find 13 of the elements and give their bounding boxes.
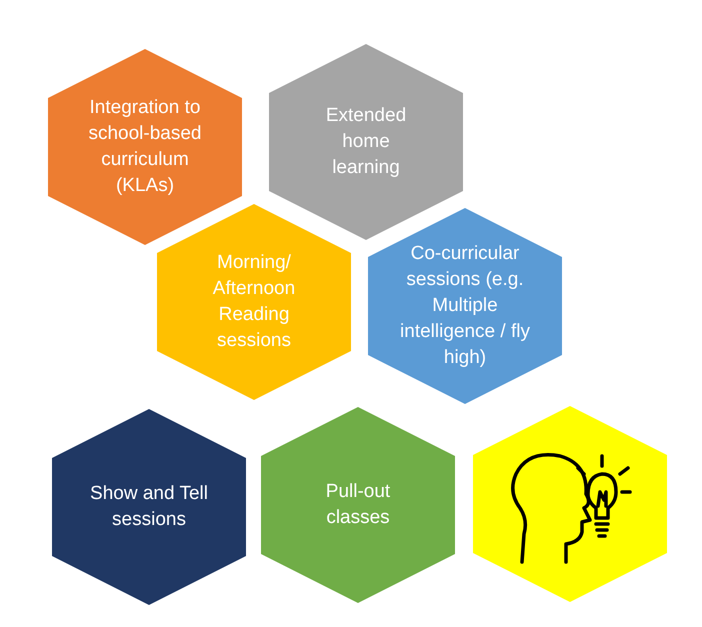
- hexagon-tile: [157, 204, 351, 400]
- tile-text: Integration to school-based curriculum (KLAs): [87, 96, 203, 198]
- tile-text: Co-curricular sessions (e.g. Multiple intelligence / fly high): [399, 242, 531, 370]
- hexagon-tile: [48, 49, 242, 245]
- hexagon-tile: [473, 406, 667, 602]
- hexagon-tile: [368, 208, 562, 404]
- tile-text: Show and Tell sessions: [89, 482, 209, 532]
- hexagon-tile: [261, 407, 455, 603]
- tile-text: Morning/ Afternoon Reading sessions: [212, 251, 296, 353]
- hexagon-tile: [52, 409, 246, 605]
- tile-text: Extended home learning: [324, 104, 408, 180]
- tile-text: Pull-out classes: [324, 480, 392, 530]
- hexagon-tile: [269, 44, 463, 240]
